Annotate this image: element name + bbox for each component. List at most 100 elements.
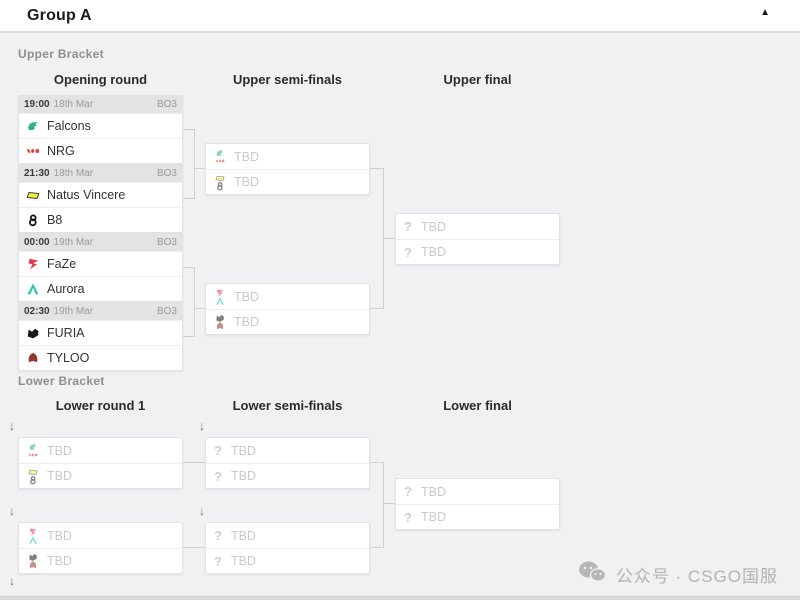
team-row: Aurora xyxy=(19,276,182,301)
tbd-row: ? TBD xyxy=(206,438,369,463)
tbd-label: TBD xyxy=(421,219,446,234)
tbd-label: TBD xyxy=(231,528,256,543)
tbd-label: TBD xyxy=(231,554,256,568)
group-header[interactable]: Group A ▲ xyxy=(0,0,800,33)
match-card-opening-3[interactable]: 00:00 19th Mar BO3 FaZe Aurora xyxy=(18,233,183,302)
match-date: 19th Mar xyxy=(53,306,94,317)
drop-down-arrow-icon: ↓ xyxy=(9,504,15,518)
team-row: Falcons xyxy=(19,113,182,138)
column-header-lower-round-1: Lower round 1 xyxy=(55,398,146,413)
team-name: FURIA xyxy=(47,326,85,340)
match-format: BO3 xyxy=(156,306,177,317)
match-card-lower-final[interactable]: ? TBD ? TBD xyxy=(395,478,560,530)
tbd-label: TBD xyxy=(421,484,446,499)
team-row: TYLOO xyxy=(19,345,182,370)
tbd-label: TBD xyxy=(234,175,259,189)
match-card-opening-2[interactable]: 21:30 18th Mar BO3 Natus Vincere B8 xyxy=(18,164,183,233)
tbd-row: ? TBD xyxy=(206,463,369,488)
question-icon: ? xyxy=(214,468,222,484)
tbd-row: ? TBD xyxy=(206,548,369,573)
tbd-row: TBD xyxy=(19,438,182,463)
team-name: Falcons xyxy=(47,119,91,133)
bracket-connector xyxy=(370,168,383,169)
drop-down-arrow-icon: ↓ xyxy=(199,419,205,433)
question-icon: ? xyxy=(404,219,412,234)
bracket-connector xyxy=(183,198,195,199)
team-row: Natus Vincere xyxy=(19,182,182,207)
match-card-upper-semi-2[interactable]: TBD TBD xyxy=(205,283,370,335)
match-card-lower-semi-2[interactable]: ? TBD ? TBD xyxy=(205,522,370,574)
match-card-lower-semi-1[interactable]: ? TBD ? TBD xyxy=(205,437,370,489)
match-format: BO3 xyxy=(156,168,177,179)
tbd-label: TBD xyxy=(231,469,256,483)
furia-tyloo-stack-icon xyxy=(212,314,227,330)
bracket-connector xyxy=(383,462,384,548)
bracket-connector xyxy=(194,129,195,199)
team-name: FaZe xyxy=(47,257,77,271)
bracket-connector xyxy=(194,168,205,169)
bracket-connector xyxy=(183,462,205,463)
match-header: 02:30 19th Mar BO3 xyxy=(19,303,182,320)
bracket-connector xyxy=(194,267,195,337)
team-row: FaZe xyxy=(19,251,182,276)
bracket-connector xyxy=(183,336,195,337)
match-card-opening-1[interactable]: 19:00 18th Mar BO3 Falcons NRG xyxy=(18,95,183,164)
group-title: Group A xyxy=(27,6,92,24)
match-time: 02:30 xyxy=(24,306,50,317)
team-row: B8 xyxy=(19,207,182,232)
falcons-nrg-stack-icon xyxy=(25,443,40,459)
column-header-opening-round: Opening round xyxy=(53,72,148,87)
team-row: FURIA xyxy=(19,320,182,345)
faze-logo-icon xyxy=(25,257,40,272)
match-time: 00:00 xyxy=(24,237,50,248)
column-header-upper-final: Upper final xyxy=(443,72,512,87)
bracket-connector xyxy=(183,129,195,130)
tbd-row: ? TBD xyxy=(396,214,559,239)
tbd-row: ? TBD xyxy=(396,239,559,264)
match-header: 21:30 18th Mar BO3 xyxy=(19,165,182,182)
tbd-row: TBD xyxy=(206,309,369,334)
tbd-row: ? TBD xyxy=(206,523,369,548)
team-name: NRG xyxy=(47,144,75,158)
tbd-label: TBD xyxy=(231,443,256,458)
bracket-connector xyxy=(370,547,383,548)
match-format: BO3 xyxy=(156,99,177,110)
tbd-label: TBD xyxy=(234,315,259,329)
bracket-connector xyxy=(370,308,383,309)
match-card-upper-semi-1[interactable]: TBD TBD xyxy=(205,143,370,195)
bracket-connector xyxy=(383,503,395,504)
column-header-lower-final: Lower final xyxy=(443,398,512,413)
team-name: TYLOO xyxy=(47,351,90,365)
drop-down-arrow-icon: ↓ xyxy=(199,504,205,518)
tbd-label: TBD xyxy=(47,469,72,483)
question-icon: ? xyxy=(404,244,412,260)
column-header-upper-semi-finals: Upper semi-finals xyxy=(232,72,343,87)
aurora-logo-icon xyxy=(25,282,40,297)
tbd-row: TBD xyxy=(19,523,182,548)
tbd-row: TBD xyxy=(206,284,369,309)
match-card-lower-round1-2[interactable]: TBD TBD xyxy=(18,522,183,574)
chevron-up-icon[interactable]: ▲ xyxy=(760,7,770,18)
bracket-connector xyxy=(370,462,383,463)
match-card-opening-4[interactable]: 02:30 19th Mar BO3 FURIA TYLOO xyxy=(18,302,183,371)
match-time: 19:00 xyxy=(24,99,50,110)
team-name: Natus Vincere xyxy=(47,188,126,202)
tbd-label: TBD xyxy=(234,289,259,304)
b8-logo-icon xyxy=(25,213,40,228)
lower-bracket-label: Lower Bracket xyxy=(18,374,105,388)
match-date: 18th Mar xyxy=(53,99,94,110)
team-row: NRG xyxy=(19,138,182,163)
tbd-row: ? TBD xyxy=(396,504,559,529)
question-icon: ? xyxy=(214,443,222,458)
question-icon: ? xyxy=(404,484,412,499)
match-card-lower-round1-1[interactable]: TBD TBD xyxy=(18,437,183,489)
tbd-label: TBD xyxy=(47,528,72,543)
furia-tyloo-stack-icon xyxy=(25,553,40,569)
furia-logo-icon xyxy=(25,326,40,341)
match-card-upper-final[interactable]: ? TBD ? TBD xyxy=(395,213,560,265)
question-icon: ? xyxy=(214,528,222,543)
navi-b8-stack-icon xyxy=(25,468,40,485)
faze-aurora-stack-icon xyxy=(25,527,40,544)
question-icon: ? xyxy=(214,553,222,569)
